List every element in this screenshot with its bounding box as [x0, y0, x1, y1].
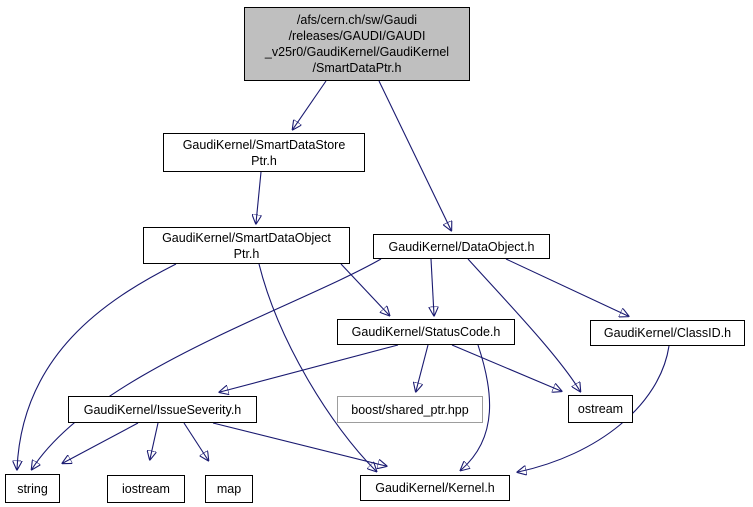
node-statuscode[interactable]: GaudiKernel/StatusCode.h — [337, 319, 515, 345]
edge-issueseverity-to-kernel — [212, 422, 386, 466]
node-kernel[interactable]: GaudiKernel/Kernel.h — [360, 475, 510, 501]
edge-smartdataobjectptr-to-string — [17, 263, 177, 469]
node-smartdataptr[interactable]: /afs/cern.ch/sw/Gaudi /releases/GAUDI/GA… — [244, 7, 470, 81]
edge-smartdatastoreptr-to-smartdataobjectptr — [256, 171, 261, 223]
edge-smartdataobjectptr-to-kernel — [258, 263, 376, 471]
edge-issueseverity-to-map — [183, 422, 208, 460]
edge-dataobject-to-statuscode — [431, 258, 434, 315]
edge-smartdataptr-to-smartdatastoreptr — [293, 80, 327, 129]
node-map[interactable]: map — [205, 475, 253, 503]
edge-dataobject-to-classid — [505, 258, 628, 316]
node-ostream[interactable]: ostream — [568, 395, 633, 423]
node-dataobject[interactable]: GaudiKernel/DataObject.h — [373, 234, 550, 259]
edge-statuscode-to-issueseverity — [220, 344, 399, 392]
node-smartdataobjectptr[interactable]: GaudiKernel/SmartDataObject Ptr.h — [143, 227, 350, 264]
edge-smartdataobjectptr-to-statuscode — [340, 263, 389, 315]
edge-issueseverity-to-string — [63, 422, 139, 463]
node-classid[interactable]: GaudiKernel/ClassID.h — [590, 320, 745, 346]
edge-issueseverity-to-iostream — [150, 422, 159, 459]
edge-dataobject-to-string — [32, 258, 382, 469]
node-boost-shared-ptr: boost/shared_ptr.hpp — [337, 396, 483, 423]
edge-smartdataptr-to-dataobject — [378, 80, 451, 230]
node-smartdatastoreptr[interactable]: GaudiKernel/SmartDataStore Ptr.h — [163, 133, 365, 172]
node-iostream[interactable]: iostream — [107, 475, 185, 503]
node-issueseverity[interactable]: GaudiKernel/IssueSeverity.h — [68, 396, 257, 423]
node-string[interactable]: string — [5, 474, 60, 503]
edge-statuscode-to-ostream — [451, 344, 561, 391]
edge-statuscode-to-boost — [416, 344, 429, 391]
